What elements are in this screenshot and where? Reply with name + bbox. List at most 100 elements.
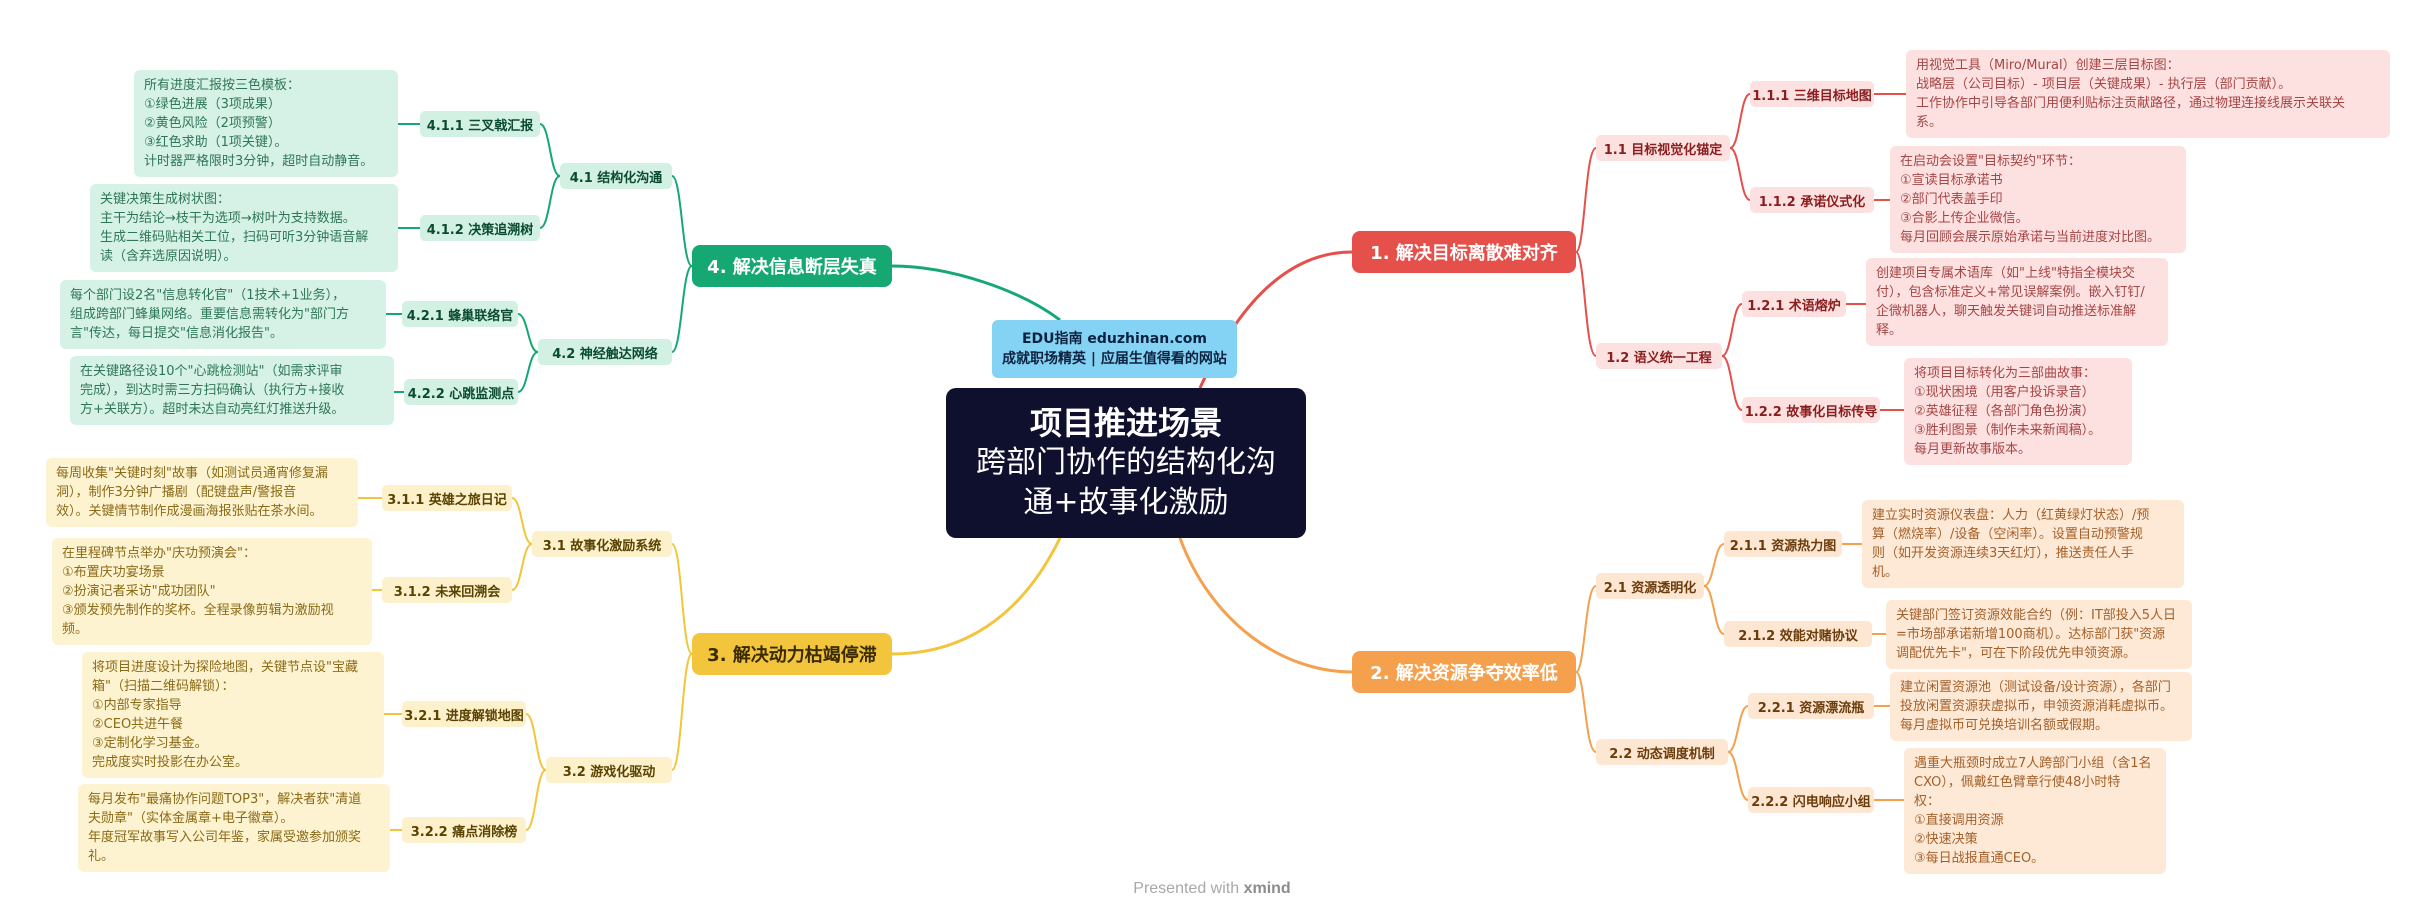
note-line: 系。 [1916, 115, 1943, 130]
central-topic-line-1: 项目推进场景 [1029, 404, 1222, 442]
note-4-1-2: 关键决策生成树状图： 主干为结论→枝干为选项→树叶为支持数据。生成二维码贴相关工位… [90, 184, 398, 272]
note-line: 年度冠军故事写入公司年鉴，家属受邀参加颁奖 [88, 830, 362, 845]
topic-1-1-1[interactable]: 1.1.1 三维目标地图 [1750, 81, 1874, 107]
note-line: ①布置庆功宴场景 [62, 565, 165, 580]
topic-1-2-2[interactable]: 1.2.2 故事化目标传导 [1742, 397, 1880, 423]
note-line: 建立闲置资源池（测试设备/设计资源），各部门 [1900, 680, 2171, 695]
topic-3-1-2[interactable]: 3.1.2 未来回溯会 [382, 577, 512, 603]
note-line: 建立实时资源仪表盘：人力（红黄绿灯状态）/预 [1872, 508, 2150, 523]
note-line: ①现状困境（用客户投诉录音） [1914, 385, 2095, 400]
note-line: 完成度实时投影在办公室。 [92, 755, 249, 770]
note-3-2-2: 每月发布"最痛协作问题TOP3"，解决者获"清道夫勋章"（实体金属章+电子徽章）… [78, 784, 390, 872]
note-line: 箱"（扫描二维码解锁）： [92, 679, 235, 694]
subtopic-4-1[interactable]: 4.1 结构化沟通 [560, 163, 672, 189]
note-line: ②扮演记者采访"成功团队" [62, 584, 216, 599]
note-line: ②CEO共进午餐 [92, 717, 184, 732]
note-line: 主干为结论→枝干为选项→树叶为支持数据。 [100, 211, 356, 226]
note-line: 在关键路径设10个"心跳检测站"（如需求评审 [80, 364, 343, 379]
topic-2-1-2[interactable]: 2.1.2 效能对赌协议 [1724, 621, 1872, 647]
note-line: ②英雄征程（各部门角色扮演） [1914, 404, 2095, 419]
note-line: 读（含弃选原因说明）。 [100, 249, 237, 264]
subtopic-3-1[interactable]: 3.1 故事化激励系统 [532, 531, 672, 557]
note-1-2-1: 创建项目专属术语库（如"上线"特指全模块交付），包含标准定义+常见误解案例。嵌入… [1866, 258, 2168, 346]
note-line: 关键部门签订资源效能合约（例：IT部投入5人日 [1896, 608, 2177, 623]
note-1-2-2: 将项目目标转化为三部曲故事：①现状困境（用客户投诉录音）②英雄征程（各部门角色扮… [1904, 358, 2132, 465]
note-line: 关键决策生成树状图： [100, 192, 231, 207]
note-line: ①内部专家指导 [92, 698, 182, 713]
xmind-logo-text: xmind [1243, 880, 1291, 897]
note-line: 夫勋章"（实体金属章+电子徽章）。 [88, 811, 294, 826]
note-line: 每个部门设2名"信息转化官"（1技术+1业务）， [70, 288, 346, 303]
note-line: 计时器严格限时3分钟，超时自动静音。 [144, 154, 374, 169]
branch-line-4 [891, 264, 1061, 322]
subtopic-3-2[interactable]: 3.2 游戏化驱动 [546, 757, 672, 783]
topic-3-2-1[interactable]: 3.2.1 进度解锁地图 [402, 701, 526, 727]
note-line: 创建项目专属术语库（如"上线"特指全模块交 [1876, 266, 2135, 281]
note-line: ①直接调用资源 [1914, 813, 2004, 828]
footer-prefix: Presented with [1133, 880, 1240, 897]
branch-line-3 [891, 537, 1062, 656]
subtopic-2-1[interactable]: 2.1 资源透明化 [1596, 573, 1704, 599]
note-line: 用视觉工具（Miro/Mural）创建三层目标图： [1916, 58, 2180, 73]
topic-4[interactable]: 4. 解决信息断层失真 [692, 245, 892, 287]
badge-line-1: EDU指南 eduzhinan.com [1021, 331, 1208, 347]
topic-1-2-1[interactable]: 1.2.1 术语熔炉 [1742, 291, 1846, 317]
presented-with-footer: Presented with xmind [1112, 880, 1312, 898]
topic-4-2-1[interactable]: 4.2.1 蜂巢联络官 [402, 301, 518, 327]
note-line: 权： [1914, 794, 1941, 809]
note-line: 战略层（公司目标）- 项目层（关键成果）- 执行层（部门贡献）。 [1916, 77, 2292, 92]
note-4-2-2: 在关键路径设10个"心跳检测站"（如需求评审完成），到达时需三方扫码确认（执行方… [70, 356, 394, 425]
central-topic[interactable]: 项目推进场景 跨部门协作的结构化沟 通+故事化激励 [946, 388, 1306, 538]
note-line: =市场部承诺新增100商机）。达标部门获"资源 [1896, 627, 2166, 642]
topic-4-2-2[interactable]: 4.2.2 心跳监测点 [404, 379, 518, 405]
note-4-2-1: 每个部门设2名"信息转化官"（1技术+1业务）， 组成跨部门蜂巢网络。重要信息需转… [60, 280, 386, 349]
note-line: 所有进度汇报按三色模板： [144, 78, 301, 93]
note-line: ①宣读目标承诺书 [1900, 173, 2003, 188]
note-line: ②快速决策 [1914, 832, 1978, 847]
note-line: ③颁发预先制作的奖杯。全程录像剪辑为激励视 [62, 603, 334, 618]
note-line: ③定制化学习基金。 [92, 736, 208, 751]
subtopic-1-2[interactable]: 1.2 语义统一工程 [1596, 343, 1722, 369]
note-line: 遇重大瓶颈时成立7人跨部门小组（含1名 [1914, 756, 2152, 771]
topic-1[interactable]: 1. 解决目标离散难对齐 [1352, 231, 1576, 273]
note-line: 则（如开发资源连续3天红灯），推送责任人手 [1872, 546, 2134, 561]
note-line: 频。 [62, 622, 89, 637]
note-line: 释。 [1876, 323, 1903, 338]
note-line: 在里程碑节点举办"庆功预演会"： [62, 546, 256, 561]
subtopic-2-2[interactable]: 2.2 动态调度机制 [1596, 739, 1728, 765]
note-line: 洞），制作3分钟广播剧（配键盘声/警报音 [56, 485, 297, 500]
note-line: 在启动会设置"目标契约"环节： [1900, 154, 2081, 169]
note-line: 调配优先卡"，可在下阶段优先申领资源。 [1896, 646, 2136, 661]
note-line: 完成），到达时需三方扫码确认（执行方+接收 [80, 383, 345, 398]
note-line: ③合影上传企业微信。 [1900, 211, 2029, 226]
note-line: 工作协作中引导各部门用便利贴标注贡献路径，通过物理连接线展示关联关 [1916, 96, 2346, 111]
note-line: 生成二维码贴相关工位，扫码可听3分钟语音解 [100, 230, 369, 245]
note-line: 付），包含标准定义+常见误解案例。嵌入钉钉/ [1876, 285, 2145, 300]
topic-3[interactable]: 3. 解决动力枯竭停滞 [692, 633, 892, 675]
note-line: 方+关联方）。超时未达自动亮红灯推送升级。 [80, 402, 345, 417]
topic-2-2-2[interactable]: 2.2.2 闪电响应小组 [1748, 787, 1874, 813]
note-line: 将项目进度设计为探险地图，关键节点设"宝藏 [92, 660, 358, 675]
topic-2-2-1[interactable]: 2.2.1 资源漂流瓶 [1748, 693, 1874, 719]
topic-1-1-2[interactable]: 1.1.2 承诺仪式化 [1750, 187, 1874, 213]
topic-4-1-2[interactable]: 4.1.2 决策追溯树 [420, 215, 540, 241]
note-line: 算（燃烧率）/设备（空闲率）。设置自动预警规 [1872, 527, 2143, 542]
note-line: 每周收集"关键时刻"故事（如测试员通宵修复漏 [56, 466, 328, 481]
note-line: ③红色求助（1项关键）。 [144, 135, 288, 150]
topic-2[interactable]: 2. 解决资源争夺效率低 [1352, 651, 1576, 693]
topic-4-1-1[interactable]: 4.1.1 三叉戟汇报 [420, 111, 540, 137]
note-line: ③胜利图景（制作未来新闻稿）。 [1914, 423, 2102, 438]
topic-3-1-1[interactable]: 3.1.1 英雄之旅日记 [382, 485, 512, 511]
subtopic-1-1[interactable]: 1.1 目标视觉化锚定 [1596, 135, 1730, 161]
note-line: ③每日战报直通CEO。 [1914, 851, 2045, 866]
note-line: ①绿色进展（3项成果） [144, 97, 281, 112]
topic-3-2-2[interactable]: 3.2.2 痛点消除榜 [402, 817, 526, 843]
note-line: 组成跨部门蜂巢网络。重要信息需转化为"部门方 [70, 307, 349, 322]
site-badge: EDU指南 eduzhinan.com 成就职场精英 | 应届生值得看的网站 [992, 320, 1237, 378]
note-line: 每月回顾会展示原始承诺与当前进度对比图。 [1900, 230, 2161, 245]
subtopic-4-2[interactable]: 4.2 神经触达网络 [538, 339, 672, 365]
topic-2-1-1[interactable]: 2.1.1 资源热力图 [1724, 531, 1842, 557]
